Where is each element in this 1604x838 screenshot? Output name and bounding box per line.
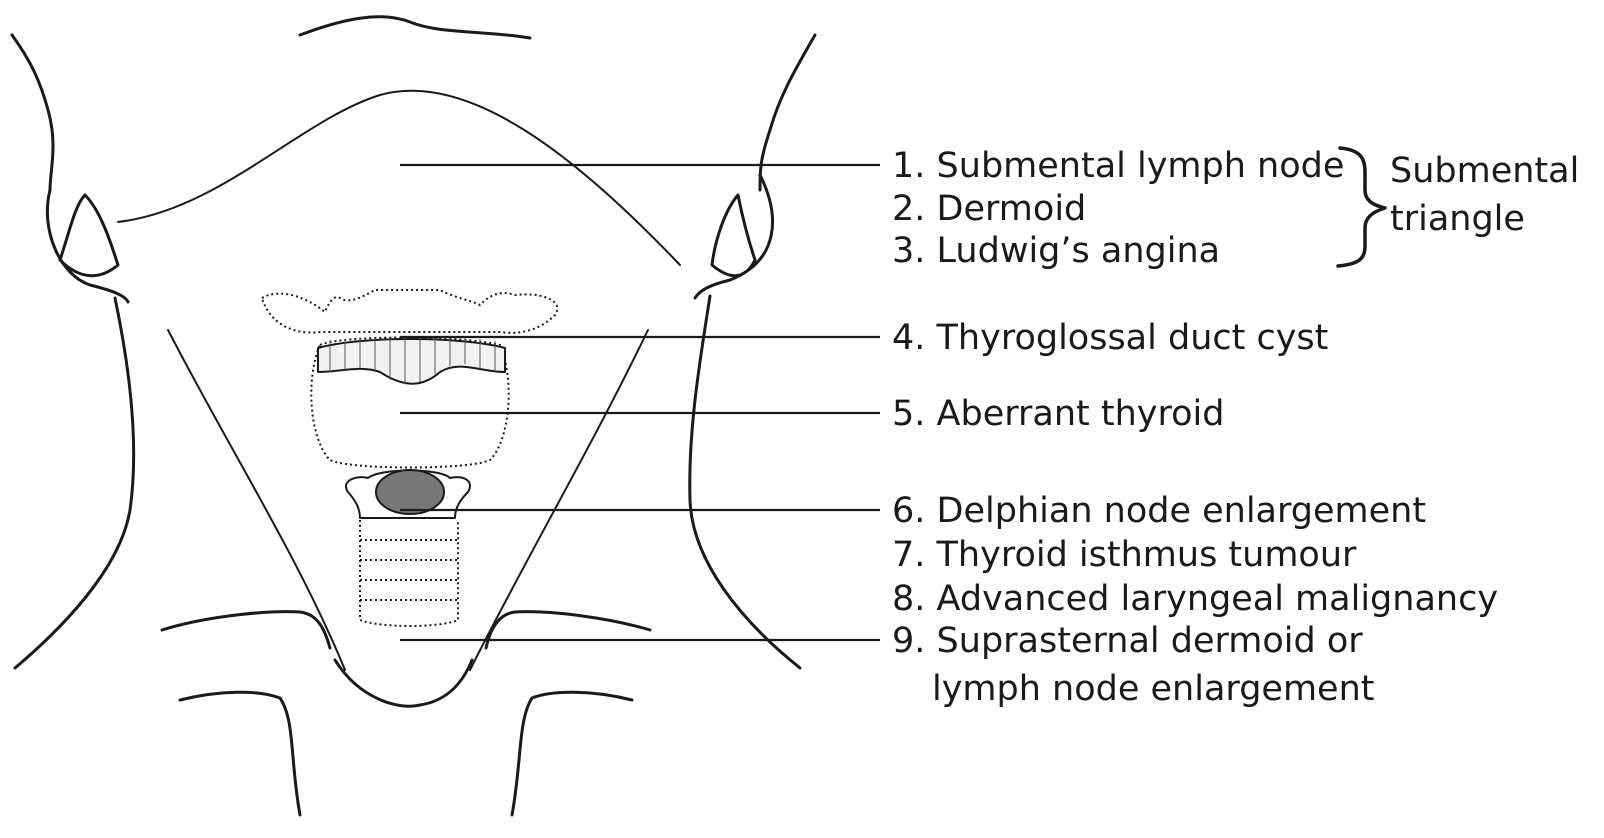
label-1: 1. Submental lymph node [892, 146, 1344, 186]
right-face-outline [760, 35, 815, 190]
left-ear [47, 190, 128, 302]
delphian-mass [376, 470, 444, 514]
left-neck-outline [15, 298, 134, 668]
chin-outline [300, 17, 530, 38]
right-neck-outline [690, 296, 800, 668]
label-9: 9. Suprasternal dermoid or [892, 621, 1363, 661]
hyoid-outline [262, 290, 557, 333]
trachea [360, 520, 458, 626]
group-label-line1: Submental [1390, 151, 1579, 191]
suprasternal-notch [335, 660, 472, 706]
left-clavicle [162, 612, 330, 815]
label-9-continued: lymph node enlargement [932, 669, 1374, 709]
label-7: 7. Thyroid isthmus tumour [892, 535, 1357, 575]
left-sternomastoid [168, 330, 345, 670]
label-2: 2. Dermoid [892, 189, 1086, 229]
label-3: 3. Ludwig’s angina [892, 231, 1220, 271]
label-6: 6. Delphian node enlargement [892, 491, 1426, 531]
right-sternomastoid [470, 330, 648, 670]
jaw-line [118, 91, 680, 265]
label-8: 8. Advanced laryngeal malignancy [892, 579, 1498, 619]
left-face-outline [12, 35, 53, 190]
label-5: 5. Aberrant thyroid [892, 394, 1224, 434]
label-4: 4. Thyroglossal duct cyst [892, 318, 1328, 358]
submental-brace [1338, 148, 1385, 266]
right-clavicle [486, 612, 650, 815]
group-label-line2: triangle [1390, 199, 1525, 239]
right-ear [695, 175, 772, 298]
thyroid-hatch [318, 338, 505, 384]
